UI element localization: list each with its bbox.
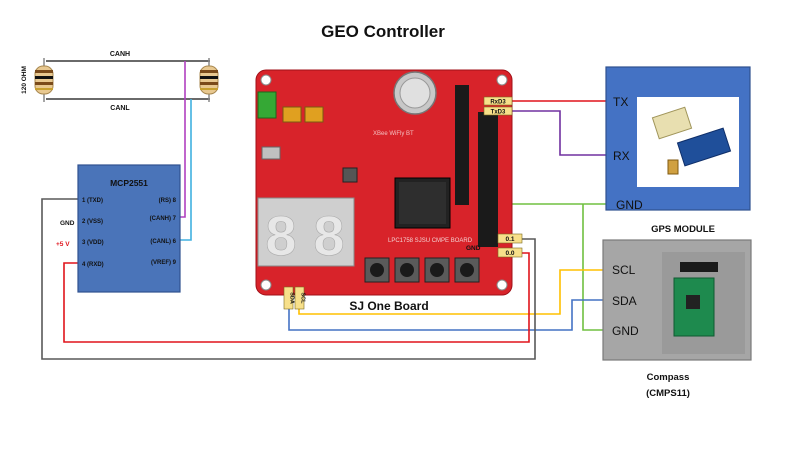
can-bus: CANH CANL 120 OHM [21, 51, 219, 112]
canh-label: CANH [110, 51, 130, 58]
wire-gps-rx [512, 110, 610, 156]
gps-module: TX RX GND [605, 66, 751, 212]
gps-gnd-label: GND [616, 198, 643, 212]
mcp-pin-3: 3 (VDD) [82, 240, 104, 246]
wire-mcp-txd [41, 198, 536, 360]
compass-module: SCL SDA GND [602, 239, 752, 361]
compass-caption-line2: (CMPS11) [646, 388, 690, 399]
mcp-vcc-label: +5 V [56, 241, 70, 248]
io-header-inner [455, 85, 469, 205]
mcp-gnd-label: GND [60, 220, 75, 227]
wire-canl [176, 99, 192, 241]
terminator-label: 120 OHM [21, 66, 28, 94]
wire-compass-sda [288, 299, 610, 331]
tag-rxd3: RxD3 [490, 100, 506, 106]
board-pin-tags: RxD3 TxD3 0.1 0.0 GND SDA SCL [283, 96, 523, 310]
compass-sda-label: SDA [612, 294, 637, 308]
gps-tx-label: TX [613, 95, 628, 109]
board-buttons [364, 257, 480, 283]
gps-rx-label: RX [613, 149, 630, 163]
sj-one-board: XBee WiFly BT 8 8 LPC1758 SJSU CMPE BOAR… [255, 69, 513, 296]
gps-caption: GPS MODULE [651, 224, 715, 235]
compass-gnd-label: GND [612, 324, 639, 338]
wires [41, 61, 610, 360]
canl-label: CANL [110, 105, 130, 112]
board-silk-text: LPC1758 SJSU CMPE BOARD [388, 238, 473, 244]
svg-text:8: 8 [265, 204, 296, 267]
tag-p01: 0.1 [505, 236, 514, 243]
io-header-right [478, 112, 498, 247]
terminator-resistor-left [34, 58, 54, 102]
mcp-pin-9: (VREF) 9 [151, 260, 177, 266]
mcp-pin-1: 1 (TXD) [82, 198, 103, 204]
mcp-pin-7: (CANH) 7 [150, 216, 177, 222]
tag-scl: SCL [300, 293, 306, 305]
tag-txd3: TxD3 [491, 110, 506, 116]
mcp-pin-8: (RS) 8 [159, 198, 177, 204]
usb-connector [261, 146, 281, 160]
mcp2551-body [77, 164, 181, 293]
mcp-pin-6: (CANL) 6 [150, 239, 176, 245]
diagram-title: GEO Controller [321, 22, 445, 41]
mcp2551-name: MCP2551 [110, 178, 148, 188]
seven-segment-display [257, 197, 355, 267]
compass-caption-line1: Compass [647, 372, 690, 383]
mcp2551-chip: MCP2551 1 (TXD) 2 (VSS) 3 (VDD) 4 (RXD) … [77, 164, 181, 293]
tag-p00: 0.0 [505, 250, 514, 257]
tag-gnd: GND [466, 245, 481, 252]
svg-text:8: 8 [313, 204, 344, 267]
terminator-resistor-right [199, 58, 219, 102]
wire-compass-gnd [582, 204, 610, 331]
xbee-silk: XBee WiFly BT [373, 131, 414, 137]
tag-sda: SDA [289, 292, 295, 304]
mcp-pin-2: 2 (VSS) [82, 219, 103, 225]
sjone-caption: SJ One Board [349, 299, 428, 313]
power-terminal [257, 91, 277, 119]
wire-mcp-rxd [63, 252, 530, 343]
wire-compass-scl [298, 269, 610, 315]
compass-scl-label: SCL [612, 263, 636, 277]
mcp-pin-4: 4 (RXD) [82, 262, 104, 268]
